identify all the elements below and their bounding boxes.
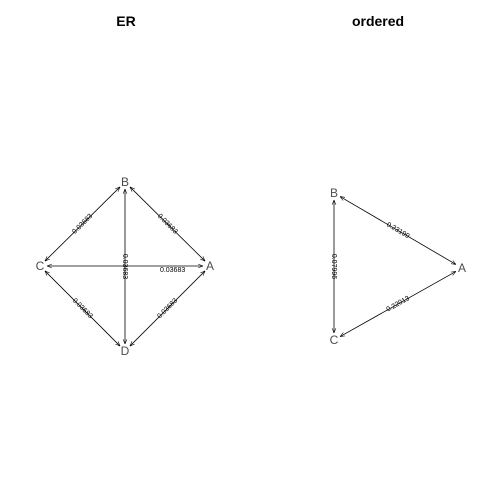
er-graph: 0.03683 0.03683 0.03683 0.03683 0.03683 0.036… bbox=[36, 175, 214, 358]
edge-B-C bbox=[45, 187, 120, 261]
edge-label-C-A: 0.03683 bbox=[160, 267, 185, 274]
node-B: B bbox=[121, 175, 129, 189]
node-A: A bbox=[458, 261, 466, 275]
edge-label-B-A: 0.23199 bbox=[385, 221, 410, 240]
ordered-panel: ordered 0.23199 0.07996 0.22013 A B C bbox=[252, 0, 504, 504]
node-B: B bbox=[330, 186, 338, 200]
edge-B-A bbox=[130, 187, 205, 261]
node-D: D bbox=[121, 344, 130, 358]
er-title: ER bbox=[116, 13, 136, 29]
node-A: A bbox=[206, 259, 214, 273]
ordered-graph: 0.23199 0.07996 0.22013 A B C bbox=[330, 186, 466, 347]
edge-D-A bbox=[130, 271, 205, 346]
edge-label-D-A: 0.03683 bbox=[156, 297, 179, 320]
edge-B-A bbox=[340, 197, 456, 265]
node-C: C bbox=[330, 333, 339, 347]
edge-C-A bbox=[340, 271, 456, 336]
edge-label-B-C: 0.03683 bbox=[71, 213, 94, 236]
edge-label-B-D: 0.03683 bbox=[121, 254, 128, 279]
edge-label-C-A: 0.22013 bbox=[385, 295, 411, 314]
edge-C-D bbox=[45, 271, 120, 346]
edge-label-C-D: 0.03683 bbox=[71, 297, 94, 320]
edge-label-B-A: 0.03683 bbox=[156, 213, 179, 236]
node-C: C bbox=[36, 259, 45, 273]
edge-label-B-C: 0.07996 bbox=[330, 254, 337, 279]
ordered-title: ordered bbox=[351, 13, 405, 29]
